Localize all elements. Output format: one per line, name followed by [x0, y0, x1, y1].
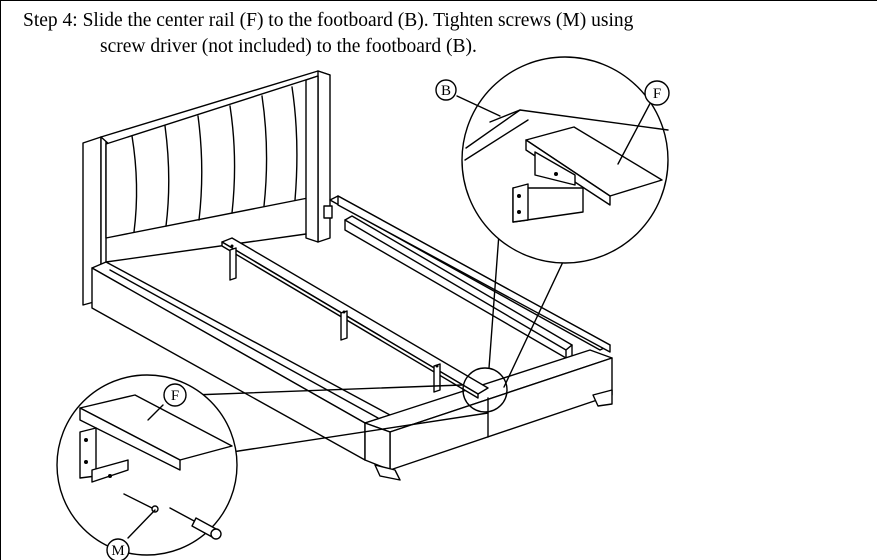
headboard	[82, 70, 331, 306]
callout-f-label: F	[653, 86, 661, 102]
callout-f-bottom-label: F	[171, 388, 179, 404]
callout-f-top: F	[644, 80, 670, 106]
center-rail	[221, 237, 489, 399]
detail-magnifier-bottom	[56, 374, 489, 556]
callout-m-bottom: M	[106, 538, 130, 560]
detail-magnifier-top	[456, 56, 669, 413]
callout-f-bottom: F	[163, 383, 187, 407]
callout-m-label: M	[111, 543, 124, 559]
bed-frame	[91, 195, 613, 481]
callout-b-label: B	[441, 83, 451, 99]
step-instruction: Step 4: Slide the center rail (F) to the…	[23, 8, 633, 60]
instruction-line-1: Step 4: Slide the center rail (F) to the…	[23, 10, 634, 31]
instruction-line-2: screw driver (not included) to the footb…	[100, 36, 477, 57]
callout-b-top: B	[435, 79, 457, 101]
